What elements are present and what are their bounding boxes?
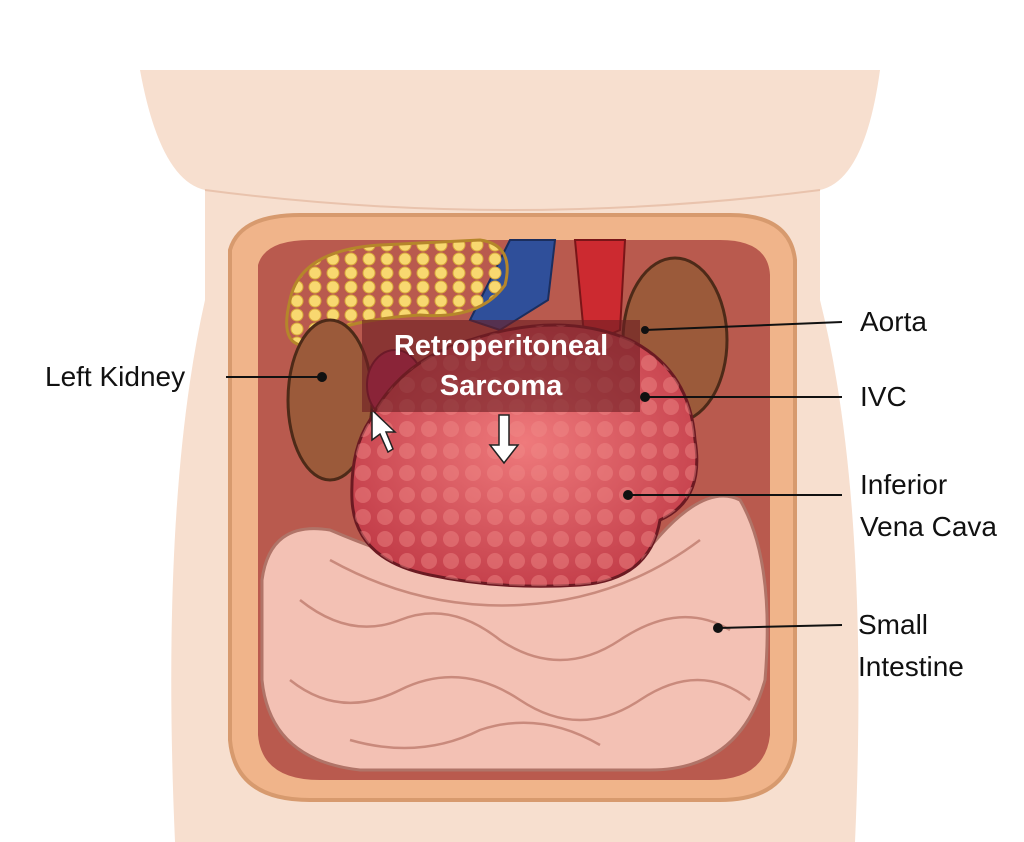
title-line-2: Sarcoma <box>439 370 563 402</box>
label-line: Inferior <box>860 469 948 500</box>
title-box <box>362 320 640 412</box>
label-line: Vena Cava <box>860 511 997 542</box>
label-line: Intestine <box>858 651 964 682</box>
down-arrow-icon <box>488 414 520 465</box>
small-intestine-leader <box>717 624 843 629</box>
aorta-leader <box>644 321 843 331</box>
cursor-icon <box>371 408 397 454</box>
label-left-kidney: Left Kidney <box>45 361 186 392</box>
label-aorta: Aorta <box>860 306 927 337</box>
diagram-title: Retroperitoneal Sarcoma <box>362 326 640 406</box>
label-line: Small <box>858 609 929 640</box>
title-line-1: Retroperitoneal <box>393 330 609 362</box>
label-ivc: IVC <box>860 381 907 412</box>
label-inferior-vena-cava: Inferior Vena Cava <box>860 464 997 548</box>
label-small-intestine: Small Intestine <box>858 604 964 688</box>
